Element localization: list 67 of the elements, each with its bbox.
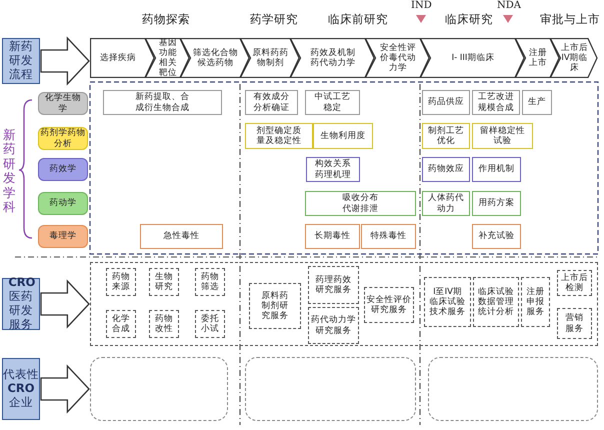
discipline-pill: 毒理学 bbox=[38, 225, 88, 248]
task-box: 长期毒性 bbox=[305, 224, 360, 249]
task-box: 药品供应 bbox=[422, 90, 470, 115]
company-box bbox=[428, 357, 598, 421]
header-box: 新药研发流程 bbox=[2, 38, 40, 84]
discipline-pill: 药效学 bbox=[38, 158, 88, 181]
task-box: 急性毒性 bbox=[140, 224, 223, 249]
service-box: 生物研究 bbox=[149, 268, 179, 296]
task-box: 留样稳定性试验 bbox=[472, 123, 533, 149]
task-box: 用药方案 bbox=[472, 191, 521, 216]
process-step: 上市后IV期临床 bbox=[550, 38, 598, 78]
process-step: 原料药药物制剂 bbox=[240, 38, 300, 78]
phase-label: 药学研究 bbox=[250, 12, 298, 27]
company-box bbox=[90, 357, 228, 421]
service-box: 药物来源 bbox=[106, 268, 136, 296]
phase-label: 临床前研究 bbox=[328, 12, 388, 27]
task-box: 生产 bbox=[522, 90, 552, 115]
task-box: 作用机制 bbox=[472, 157, 521, 182]
header-box: 代表性CRO企业 bbox=[2, 358, 40, 420]
block-arrow bbox=[40, 279, 90, 329]
dashed-frame bbox=[90, 262, 598, 346]
vertical-label: 新药研发学科 bbox=[3, 128, 17, 214]
process-step: I- III期临床 bbox=[420, 38, 525, 78]
task-box: 人体药代动力 bbox=[422, 191, 470, 216]
task-box: 生物利用度 bbox=[313, 123, 373, 149]
service-box: 药物筛选 bbox=[195, 268, 225, 296]
service-box: 药理药效研究服务 bbox=[308, 266, 359, 304]
service-box: 注册申报服务 bbox=[521, 277, 550, 327]
task-box: 有效成分分析确证 bbox=[245, 90, 298, 115]
milestone-label: NDA bbox=[497, 0, 521, 11]
process-step: 药效及机制药代动力学 bbox=[290, 38, 375, 78]
task-box: 中试工艺稳定 bbox=[305, 90, 360, 115]
task-box: 特殊毒性 bbox=[361, 224, 416, 249]
task-box: 新药提取、合成衍生物合成 bbox=[103, 90, 222, 115]
process-step: 筛选化合物候选药物 bbox=[180, 38, 250, 78]
service-box: 委托小试 bbox=[195, 310, 225, 338]
discipline-pill: 药动学 bbox=[38, 192, 88, 215]
service-box: 上市后检测 bbox=[557, 270, 592, 296]
company-box bbox=[245, 357, 416, 421]
service-box: I至IV期临床试验技术服务 bbox=[424, 277, 471, 327]
header-box: CRO医药研发服务 bbox=[2, 278, 40, 330]
task-box: 剂型确定质量及稳定性 bbox=[245, 123, 313, 149]
process-step: 安全性评价毒代动力学 bbox=[365, 38, 430, 78]
service-box: 安全性评价研究服务 bbox=[364, 287, 414, 323]
milestone-label: IND bbox=[411, 0, 432, 11]
task-box: 工艺改进规模合成 bbox=[472, 90, 520, 115]
task-box: 吸收分布代谢排泄 bbox=[305, 191, 416, 216]
task-box: 药物效应 bbox=[422, 157, 470, 182]
block-arrow bbox=[40, 36, 90, 86]
task-box: 构效关系药理机理 bbox=[306, 157, 360, 182]
service-box: 化学合成 bbox=[106, 310, 136, 338]
task-box: 补充试验 bbox=[472, 224, 521, 249]
service-box: 营销服务 bbox=[557, 308, 592, 339]
discipline-pill: 药剂学药物分析 bbox=[38, 127, 88, 150]
process-step: 基因功能相关靶位 bbox=[145, 38, 190, 78]
service-box: 临床试验数据管理统计分析 bbox=[473, 277, 519, 327]
service-box: 药代动力学研究服务 bbox=[308, 307, 359, 344]
phase-label: 临床研究 bbox=[445, 12, 493, 27]
task-box: 制剂工艺优化 bbox=[422, 123, 470, 149]
process-step: 注册上市 bbox=[515, 38, 560, 78]
service-box: 原料药制剂研究服务 bbox=[249, 283, 301, 329]
block-arrow bbox=[40, 364, 90, 414]
discipline-pill: 化学生物学 bbox=[38, 92, 88, 115]
phase-label: 审批与上市 bbox=[540, 12, 600, 27]
process-step: 选择疾病 bbox=[90, 38, 155, 78]
service-box: 药物改性 bbox=[149, 310, 179, 338]
phase-label: 药物探索 bbox=[142, 12, 190, 27]
